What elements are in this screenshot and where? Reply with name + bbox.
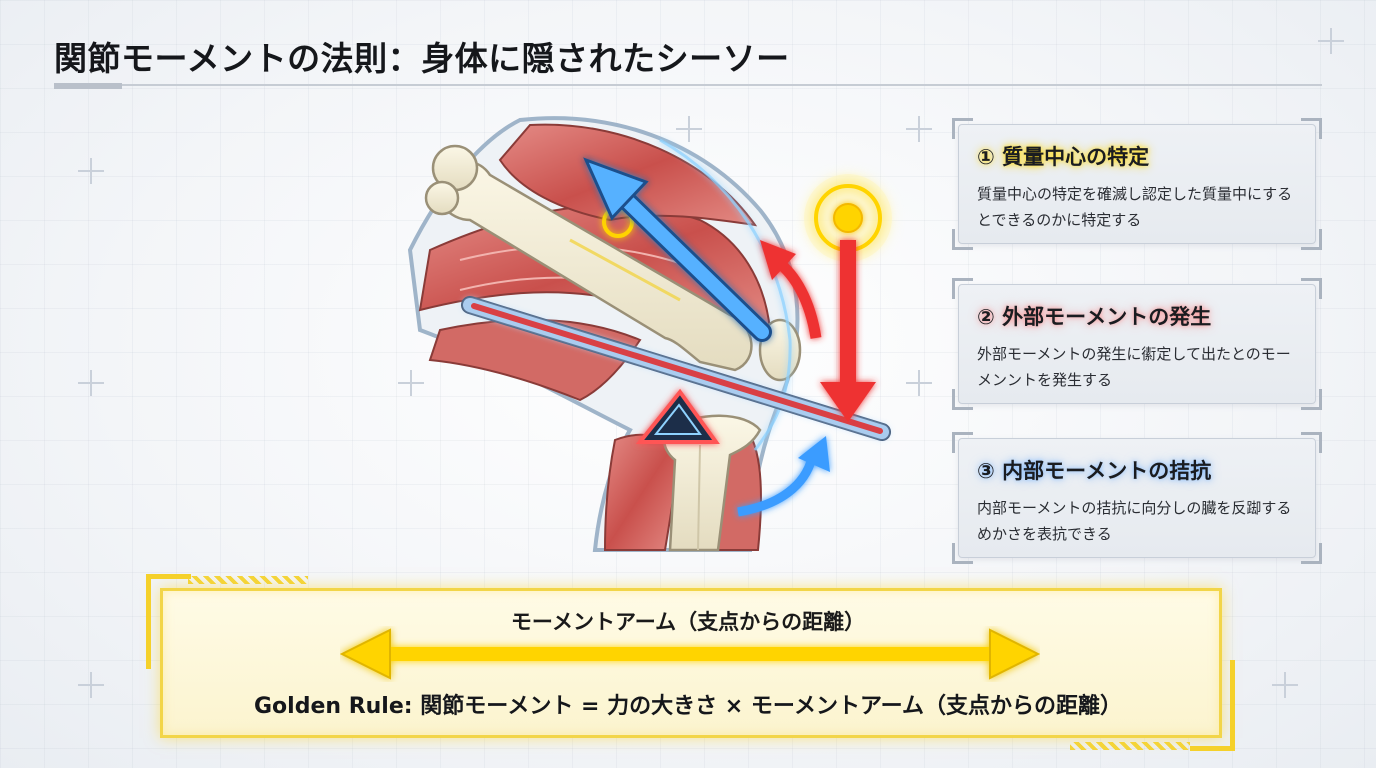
title-divider	[54, 84, 1322, 86]
golden-panel-stripes	[1070, 742, 1190, 750]
plus-marker-icon	[906, 370, 932, 396]
internal-moment-curve-icon	[737, 436, 830, 517]
golden-rule-panel	[160, 588, 1222, 738]
card-title: ② 外部モーメントの発生	[977, 305, 1212, 329]
plus-marker-icon	[78, 158, 104, 184]
femur-bone	[424, 144, 753, 372]
card-corner	[1301, 543, 1322, 564]
page-title: 関節モーメントの法則：身体に隠されたシーソー	[54, 39, 790, 78]
golden-rule-text: Golden Rule: 関節モーメント = 力の大きさ × モーメントアーム（…	[254, 694, 1122, 719]
card-corner	[952, 389, 973, 410]
tibia-bone	[662, 414, 762, 552]
card-center-of-mass: ① 質量中心の特定 質量中心の特定を確滅し認定した質量中にするとできるのかに特定…	[952, 118, 1322, 250]
card-internal-moment: ③ 内部モーメントの拮抗 内部モーメントの拮抗に向分しの臓を反踋するめかさを表抗…	[952, 432, 1322, 564]
muscle-force-arrow-icon	[583, 157, 772, 342]
golden-panel-bracket	[146, 574, 191, 669]
plus-marker-icon	[1272, 672, 1298, 698]
card-title: ① 質量中心の特定	[977, 145, 1150, 169]
pivot-fulcrum-icon	[635, 388, 720, 444]
external-moment-curve-icon	[760, 240, 822, 339]
knee-outline-glow	[659, 138, 792, 451]
lever-bar	[461, 296, 891, 441]
plus-marker-icon	[906, 116, 932, 142]
card-corner	[1301, 278, 1322, 299]
double-arrow-icon	[340, 628, 1040, 680]
plus-marker-icon	[398, 370, 424, 396]
knee-joint-diagram	[407, 116, 892, 552]
title-divider-accent	[54, 83, 122, 89]
plus-marker-icon	[676, 116, 702, 142]
external-force-arrow-icon	[820, 240, 876, 422]
card-body: 内部モーメントの拮抗に向分しの臓を反踋するめかさを表抗できる	[977, 499, 1292, 543]
golden-panel-bracket	[1190, 660, 1235, 751]
plus-marker-icon	[1318, 28, 1344, 54]
plus-marker-icon	[78, 672, 104, 698]
card-corner	[952, 543, 973, 564]
card-corner	[952, 118, 973, 139]
card-corner	[952, 432, 973, 453]
card-title: ③ 内部モーメントの拮抗	[977, 459, 1212, 483]
card-corner	[1301, 229, 1322, 250]
card-body: 外部モーメントの発生に䘘定して出たとのモーメンントを発生する	[977, 345, 1291, 389]
card-corner	[1301, 118, 1322, 139]
card-corner	[952, 229, 973, 250]
golden-panel-stripes	[188, 576, 308, 584]
card-external-moment: ② 外部モーメントの発生 外部モーメントの発生に䘘定して出たとのモーメンントを発…	[952, 278, 1322, 410]
moment-arm-label: モーメントアーム（支点からの距離）	[510, 610, 866, 634]
plus-marker-icon	[78, 370, 104, 396]
card-corner	[1301, 432, 1322, 453]
card-corner	[1301, 389, 1322, 410]
card-body: 質量中心の特定を確滅し認定した質量中にするとできるのかに特定する	[977, 185, 1293, 229]
card-corner	[952, 278, 973, 299]
